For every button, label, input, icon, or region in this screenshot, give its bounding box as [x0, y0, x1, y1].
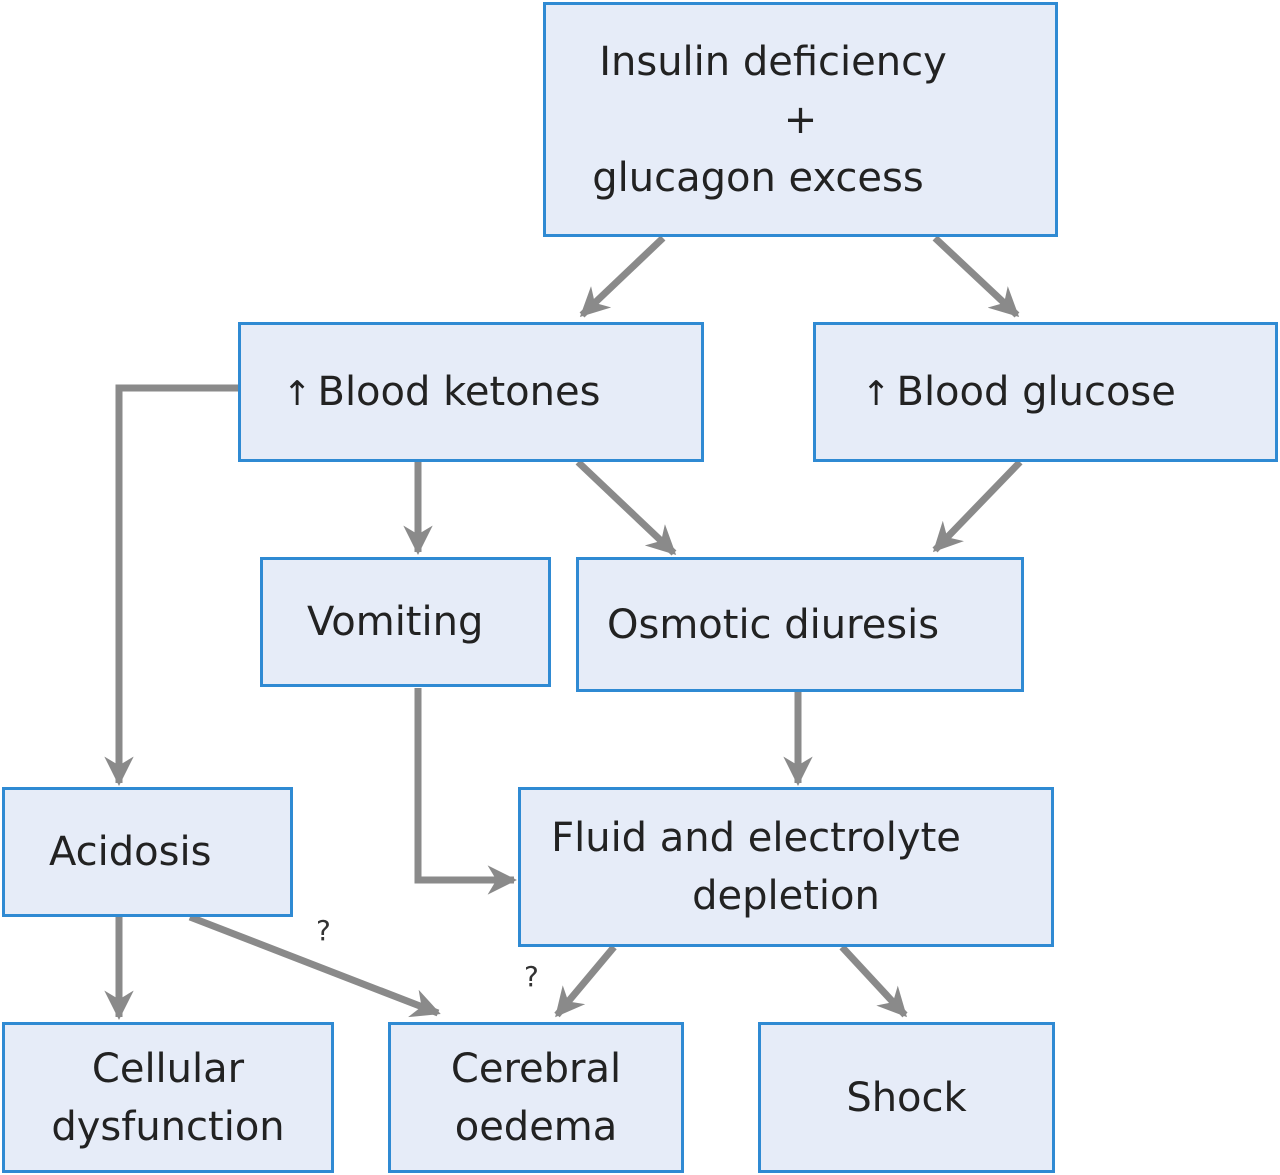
node-cellular-line1: Cellular — [91, 1045, 245, 1092]
node-osmotic-label: Osmotic diuresis — [607, 601, 940, 648]
node-blood-glucose: ↑Blood glucose — [813, 322, 1278, 462]
up-arrow-icon: ↑ — [283, 374, 312, 414]
node-cellular-dysfunction: Cellular dysfunction — [2, 1022, 334, 1173]
node-osmotic-diuresis: Osmotic diuresis — [576, 557, 1024, 692]
arrow-fluid-to-cerebral — [554, 944, 617, 1018]
arrow-glucose-to-osmotic — [932, 459, 1023, 553]
node-glucose-label: Blood glucose — [896, 369, 1176, 415]
node-cerebral-line1: Cerebral — [450, 1045, 622, 1092]
node-fluid-line2: depletion — [692, 873, 880, 919]
node-shock-label: Shock — [846, 1074, 967, 1121]
node-shock: Shock — [758, 1022, 1055, 1173]
node-insulin-line1: Insulin deficiency — [599, 38, 947, 85]
node-cerebral-line2: oedema — [454, 1103, 618, 1150]
node-ketones-label: Blood ketones — [317, 369, 601, 415]
node-fluid-line1: Fluid and electrolyte — [551, 815, 961, 861]
node-acidosis-label: Acidosis — [49, 829, 212, 875]
node-insulin-glucagon: Insulin deficiency + glucagon excess — [543, 2, 1058, 237]
node-insulin-plus: + — [783, 96, 818, 143]
node-blood-ketones: ↑Blood ketones — [238, 322, 704, 462]
up-arrow-icon: ↑ — [862, 374, 891, 414]
node-fluid-electrolyte: Fluid and electrolyte depletion — [518, 787, 1054, 947]
uncertain-mark-fluid-cerebral: ? — [524, 960, 539, 993]
node-insulin-line3: glucagon excess — [592, 154, 924, 201]
node-acidosis: Acidosis — [2, 787, 293, 917]
node-vomiting-label: Vomiting — [307, 599, 484, 645]
arrow-acidosis-to-cerebral — [188, 913, 441, 1018]
arrow-insulin-to-glucose — [932, 235, 1020, 318]
arrow-ketones-to-osmotic — [575, 459, 677, 556]
node-cerebral-oedema: Cerebral oedema — [388, 1022, 684, 1173]
uncertain-mark-acidosis-cerebral: ? — [316, 914, 331, 947]
arrow-insulin-to-ketones — [579, 235, 666, 318]
arrow-ketones-to-acidosis — [104, 384, 238, 786]
node-cellular-line2: dysfunction — [51, 1103, 285, 1150]
arrow-vomiting-to-fluid — [414, 688, 517, 895]
arrow-fluid-to-shock — [839, 944, 908, 1018]
node-vomiting: Vomiting — [260, 557, 551, 687]
